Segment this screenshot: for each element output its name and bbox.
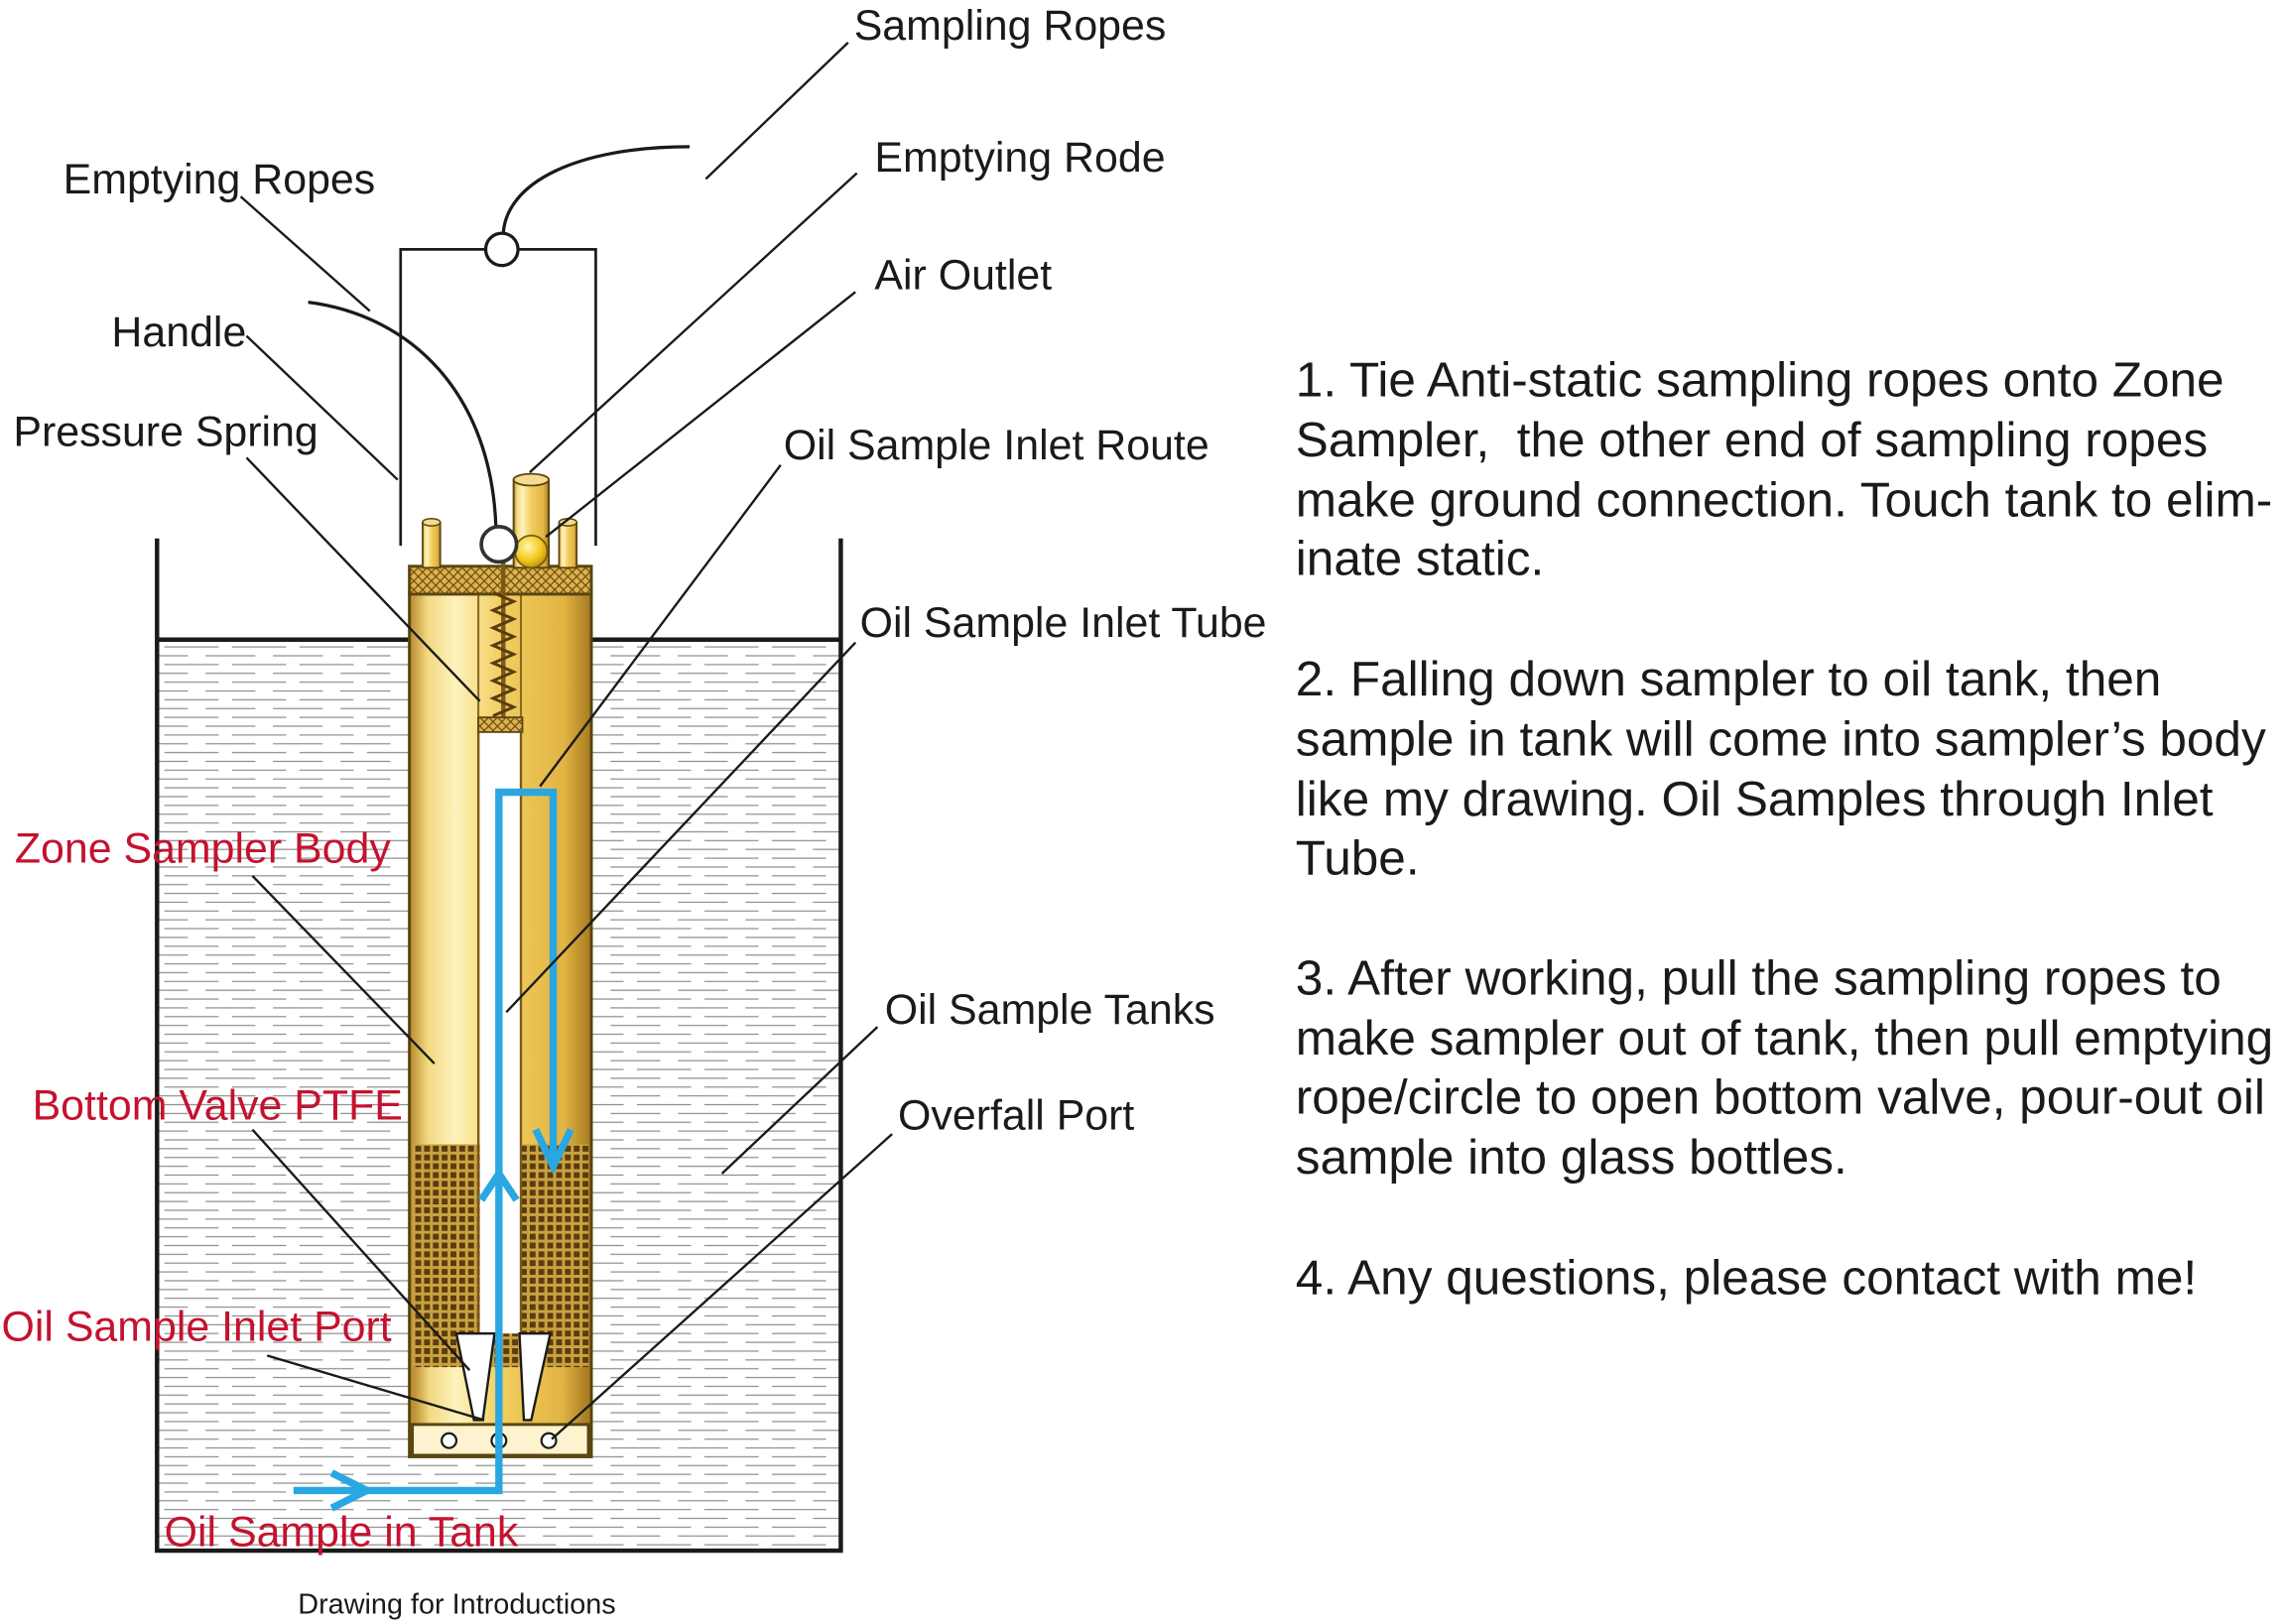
leader-line-air-outlet bbox=[545, 291, 856, 539]
red-part-labels: Zone Sampler Body Bottom Valve PTFE Oil … bbox=[2, 825, 519, 1557]
leader-lines bbox=[239, 42, 893, 1440]
label-pressure-spring: Pressure Spring bbox=[13, 409, 318, 456]
label-zone-sampler-body: Zone Sampler Body bbox=[15, 825, 391, 873]
leader-line-bottom-valve-ptfe bbox=[251, 1128, 471, 1371]
instruction-line: 1. Tie Anti-static sampling ropes onto Z… bbox=[1296, 352, 2225, 407]
overfall-port bbox=[540, 1432, 558, 1449]
diagram-caption: Drawing for Introductions bbox=[298, 1589, 615, 1621]
instruction-line: 3. After working, pull the sampling rope… bbox=[1296, 951, 2222, 1006]
instruction-line: Tube. bbox=[1296, 830, 1420, 885]
leader-line-oil-sample-tanks bbox=[720, 1026, 879, 1175]
instruction-line: inate static. bbox=[1296, 532, 1544, 586]
label-bottom-valve-ptfe: Bottom Valve PTFE bbox=[33, 1081, 403, 1129]
leader-line-oil-sample-inlet-tube bbox=[505, 641, 857, 1014]
instruction-line: sample in tank will come into sampler’s … bbox=[1296, 712, 2266, 767]
label-overfall-port: Overfall Port bbox=[898, 1092, 1134, 1140]
leader-line-overfall-port bbox=[551, 1133, 893, 1440]
tank-wall bbox=[155, 538, 843, 1554]
rope-ring bbox=[483, 231, 520, 268]
flow-arrow-up-icon bbox=[478, 1167, 520, 1202]
instruction-step-1: 1. Tie Anti-static sampling ropes onto Z… bbox=[1296, 352, 2272, 585]
instruction-step-4: 4. Any questions, please contact with me… bbox=[1296, 1250, 2197, 1305]
label-emptying-ropes: Emptying Ropes bbox=[64, 156, 376, 203]
instruction-line: like my drawing. Oil Samples through Inl… bbox=[1296, 772, 2214, 826]
instruction-line: 2. Falling down sampler to oil tank, the… bbox=[1296, 652, 2162, 706]
leader-line-oil-sample-inlet-port bbox=[266, 1354, 485, 1422]
flow-path bbox=[293, 788, 558, 1495]
leader-line-oil-sample-inlet-route bbox=[539, 464, 782, 788]
leader-line-emptying-rode bbox=[529, 172, 858, 474]
flow-arrow-right-icon bbox=[329, 1469, 376, 1512]
air-outlet-ball bbox=[514, 534, 549, 569]
instruction-line: rope/circle to open bottom valve, pour-o… bbox=[1296, 1069, 2265, 1124]
oil-sample-inlet-route bbox=[293, 788, 574, 1512]
peg-left bbox=[422, 521, 442, 569]
bottom-valve-right bbox=[518, 1332, 553, 1422]
handle bbox=[399, 231, 597, 547]
instruction-step-3: 3. After working, pull the sampling rope… bbox=[1296, 951, 2273, 1185]
label-oil-sample-inlet-tube: Oil Sample Inlet Tube bbox=[860, 599, 1267, 647]
sampling-rope bbox=[501, 145, 691, 234]
peg-right bbox=[558, 521, 578, 569]
emptying-rope bbox=[308, 301, 498, 529]
leader-line-handle bbox=[245, 334, 399, 481]
peg-left-top bbox=[422, 518, 442, 527]
label-oil-sample-tanks: Oil Sample Tanks bbox=[885, 986, 1215, 1034]
emptying-rode-top bbox=[512, 472, 551, 487]
top-cap bbox=[408, 564, 593, 596]
label-emptying-rode: Emptying Rode bbox=[874, 134, 1165, 182]
label-oil-sample-inlet-port: Oil Sample Inlet Port bbox=[2, 1304, 392, 1351]
label-air-outlet: Air Outlet bbox=[874, 251, 1052, 299]
leader-line-zone-sampler-body bbox=[251, 875, 436, 1064]
instruction-line: Sampler, the other end of sampling ropes bbox=[1296, 413, 2208, 467]
leader-line-sampling-ropes bbox=[704, 42, 849, 181]
emptying-ring bbox=[479, 525, 519, 564]
label-oil-sample-inlet-route: Oil Sample Inlet Route bbox=[784, 422, 1209, 469]
instruction-line: sample into glass bottles. bbox=[1296, 1130, 1847, 1185]
leader-line-emptying-ropes bbox=[239, 195, 371, 312]
instruction-line: make sampler out of tank, then pull empt… bbox=[1296, 1011, 2273, 1065]
instruction-step-2: 2. Falling down sampler to oil tank, the… bbox=[1296, 652, 2266, 885]
spring-base bbox=[477, 716, 524, 733]
instructions: 1. Tie Anti-static sampling ropes onto Z… bbox=[1296, 352, 2273, 1305]
instruction-line: 4. Any questions, please contact with me… bbox=[1296, 1250, 2197, 1305]
instruction-line: make ground connection. Touch tank to el… bbox=[1296, 473, 2272, 528]
label-handle: Handle bbox=[111, 309, 246, 356]
part-labels: Sampling Ropes Emptying Rode Emptying Ro… bbox=[13, 2, 1266, 1140]
pressure-spring bbox=[489, 591, 518, 717]
base-hole-left bbox=[441, 1432, 458, 1449]
label-oil-sample-in-tank: Oil Sample in Tank bbox=[165, 1509, 519, 1557]
label-sampling-ropes: Sampling Ropes bbox=[854, 2, 1167, 50]
leader-line-pressure-spring bbox=[245, 456, 481, 702]
flow-arrow-down-icon bbox=[532, 1128, 574, 1176]
